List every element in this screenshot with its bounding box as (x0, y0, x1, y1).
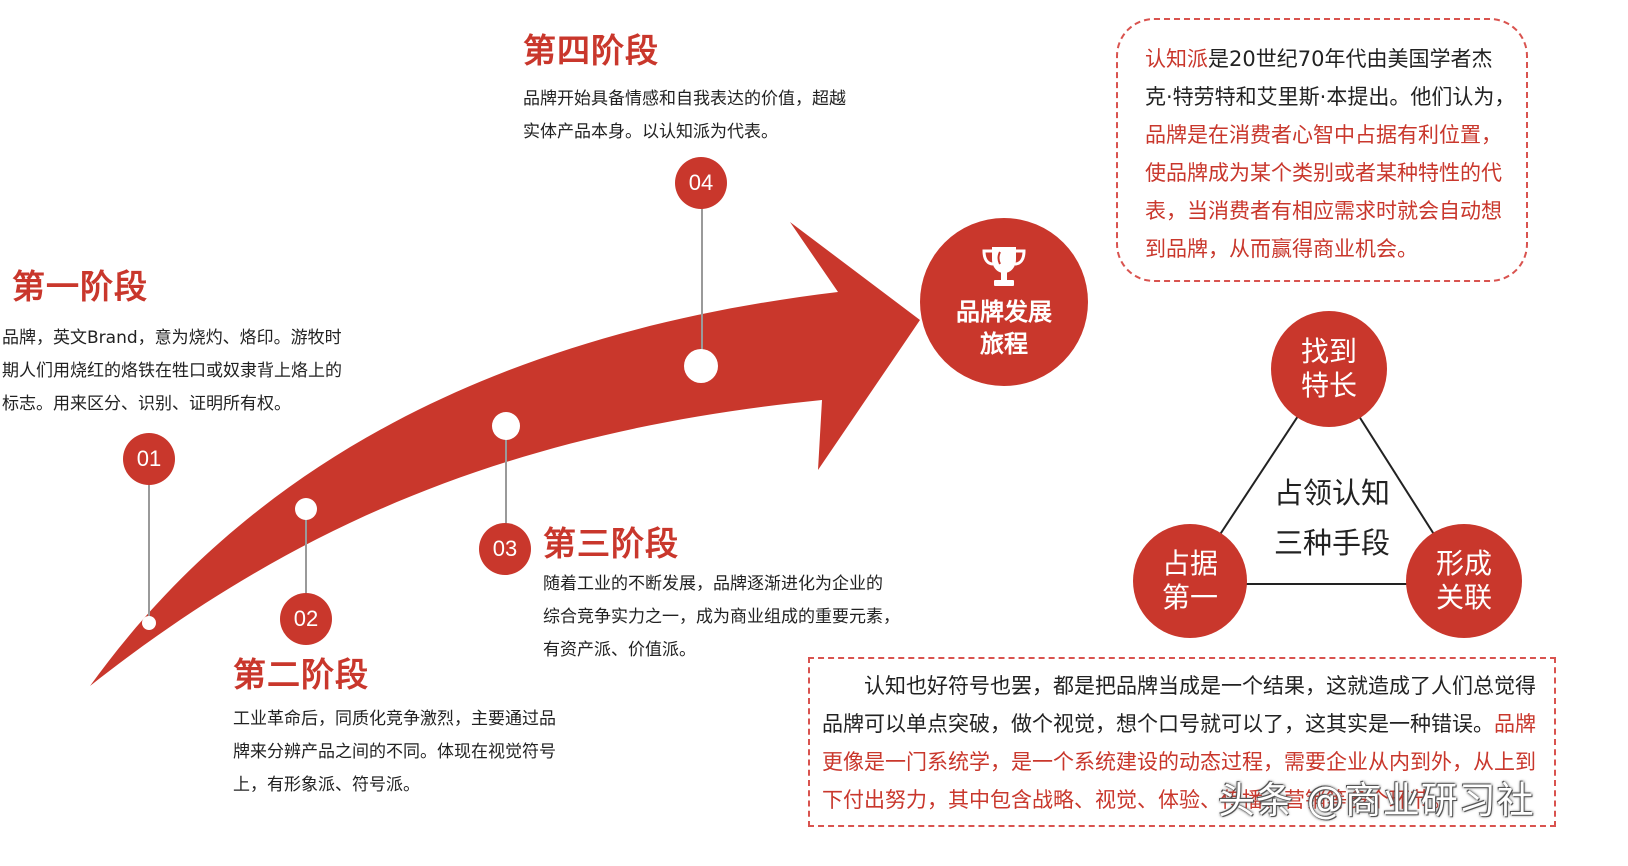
text-line: 认知派是20世纪70年代由美国学者杰 (1145, 40, 1525, 78)
stage-desc-line: 期人们用烧红的烙铁在牲口或奴隶背上烙上的 (2, 361, 342, 381)
triangle-center-text: 占领认知 三种手段 (1273, 476, 1390, 560)
stage-desc-line: 品牌开始具备情感和自我表达的价值，超越 (523, 89, 846, 109)
stage-desc-line: 上，有形象派、符号派。 (233, 775, 420, 795)
node-form-association: 形成 关联 (1406, 524, 1522, 638)
milestone-dot-04 (684, 349, 718, 383)
stage-title-01: 第一阶段 (12, 267, 148, 306)
text-line: 表，当消费者有相应需求时就会自动想 (1145, 192, 1525, 230)
text-line: 认知也好符号也罢，都是把品牌当成是一个结果，这就造成了人们总觉得 (822, 667, 1552, 705)
journey-label-line2: 旅程 (980, 330, 1028, 358)
highlight-text: 使品牌成为某个类别或者某种特性的代 (1145, 161, 1502, 185)
highlight-text: 表，当消费者有相应需求时就会自动想 (1145, 199, 1502, 223)
stage-number-03: 03 (479, 523, 531, 575)
stage-title-04: 第四阶段 (523, 31, 659, 70)
stage-desc-line: 牌来分辨产品之间的不同。体现在视觉符号 (233, 742, 556, 762)
stage-desc-line: 有资产派、价值派。 (543, 640, 696, 660)
text-line: 更像是一门系统学，是一个系统建设的动态过程，需要企业从内到外，从上到 (822, 743, 1552, 781)
text-line: 克·特劳特和艾里斯·本提出。他们认为， (1145, 78, 1525, 116)
text-line: 到品牌，从而赢得商业机会。 (1145, 230, 1525, 268)
journey-circle: 品牌发展 旅程 (920, 218, 1088, 386)
stage-title-03: 第三阶段 (543, 524, 679, 563)
highlight-text: 更像是一门系统学，是一个系统建设的动态过程，需要企业从内到外，从上到 (822, 750, 1536, 774)
milestone-dot-03 (492, 412, 520, 440)
stage-number-01: 01 (123, 433, 175, 485)
milestone-dot-01 (142, 616, 156, 630)
stage-number-04: 04 (675, 157, 727, 209)
stage-desc-line: 品牌，英文Brand，意为烧灼、烙印。游牧时 (2, 328, 342, 348)
text-line: 品牌是在消费者心智中占据有利位置， (1145, 116, 1525, 154)
stage-desc-line: 随着工业的不断发展，品牌逐渐进化为企业的 (543, 574, 883, 594)
body-text: 认知也好符号也罢，都是把品牌当成是一个结果，这就造成了人们总觉得 (822, 674, 1536, 698)
text-line: 下付出努力，其中包含战略、视觉、体验、传播、营销等多个环节。 (822, 781, 1552, 819)
text-line: 使品牌成为某个类别或者某种特性的代 (1145, 154, 1525, 192)
stage-desc-02: 工业革命后，同质化竞争激烈，主要通过品 牌来分辨产品之间的不同。体现在视觉符号 … (233, 703, 593, 802)
node-occupy-first: 占据 第一 (1133, 524, 1247, 638)
trophy-icon (982, 247, 1026, 286)
stage-number-02: 02 (280, 593, 332, 645)
stage-desc-line: 标志。用来区分、识别、证明所有权。 (2, 394, 291, 414)
journey-label-line1: 品牌发展 (956, 298, 1052, 326)
highlight-text: 品牌 (1494, 712, 1536, 736)
stage-title-02: 第二阶段 (233, 655, 369, 694)
body-text: 是20世纪70年代由美国学者杰 (1208, 47, 1493, 71)
stage-desc-line: 综合竞争实力之一，成为商业组成的重要元素， (543, 607, 900, 627)
text-line: 品牌可以单点突破，做个视觉，想个口号就可以了，这其实是一种错误。品牌 (822, 705, 1552, 743)
stage-desc-line: 工业革命后，同质化竞争激烈，主要通过品 (233, 709, 556, 729)
conclusion-text: 认知也好符号也罢，都是把品牌当成是一个结果，这就造成了人们总觉得品牌可以单点突破… (822, 667, 1552, 819)
cognition-school-box (1116, 18, 1528, 282)
body-text: 品牌可以单点突破，做个视觉，想个口号就可以了，这其实是一种错误。 (822, 712, 1494, 736)
stage-desc-01: 品牌，英文Brand，意为烧灼、烙印。游牧时 期人们用烧红的烙铁在牲口或奴隶背上… (2, 322, 382, 421)
stem-02 (305, 508, 307, 598)
milestone-dot-02 (295, 498, 317, 520)
body-text: 克·特劳特和艾里斯·本提出。他们认为， (1145, 85, 1516, 109)
highlight-text: 到品牌，从而赢得商业机会。 (1145, 237, 1418, 261)
stem-04 (701, 205, 703, 365)
stage-desc-line: 实体产品本身。以认知派为代表。 (523, 122, 778, 142)
conclusion-box (808, 657, 1556, 827)
stem-01 (148, 478, 150, 622)
highlight-text: 认知派 (1145, 47, 1208, 71)
highlight-text: 下付出努力，其中包含战略、视觉、体验、传播、营销等多个环节。 (822, 788, 1452, 812)
watermark: 头条 @商业研习社 (1218, 779, 1535, 822)
stage-desc-04: 品牌开始具备情感和自我表达的价值，超越 实体产品本身。以认知派为代表。 (523, 83, 883, 149)
stem-03 (505, 428, 507, 528)
highlight-text: 品牌是在消费者心智中占据有利位置， (1145, 123, 1502, 147)
node-find-strength: 找到 特长 (1271, 311, 1387, 427)
cognition-school-text: 认知派是20世纪70年代由美国学者杰克·特劳特和艾里斯·本提出。他们认为， 品牌是… (1145, 40, 1525, 268)
stage-desc-03: 随着工业的不断发展，品牌逐渐进化为企业的 综合竞争实力之一，成为商业组成的重要元… (543, 568, 923, 667)
